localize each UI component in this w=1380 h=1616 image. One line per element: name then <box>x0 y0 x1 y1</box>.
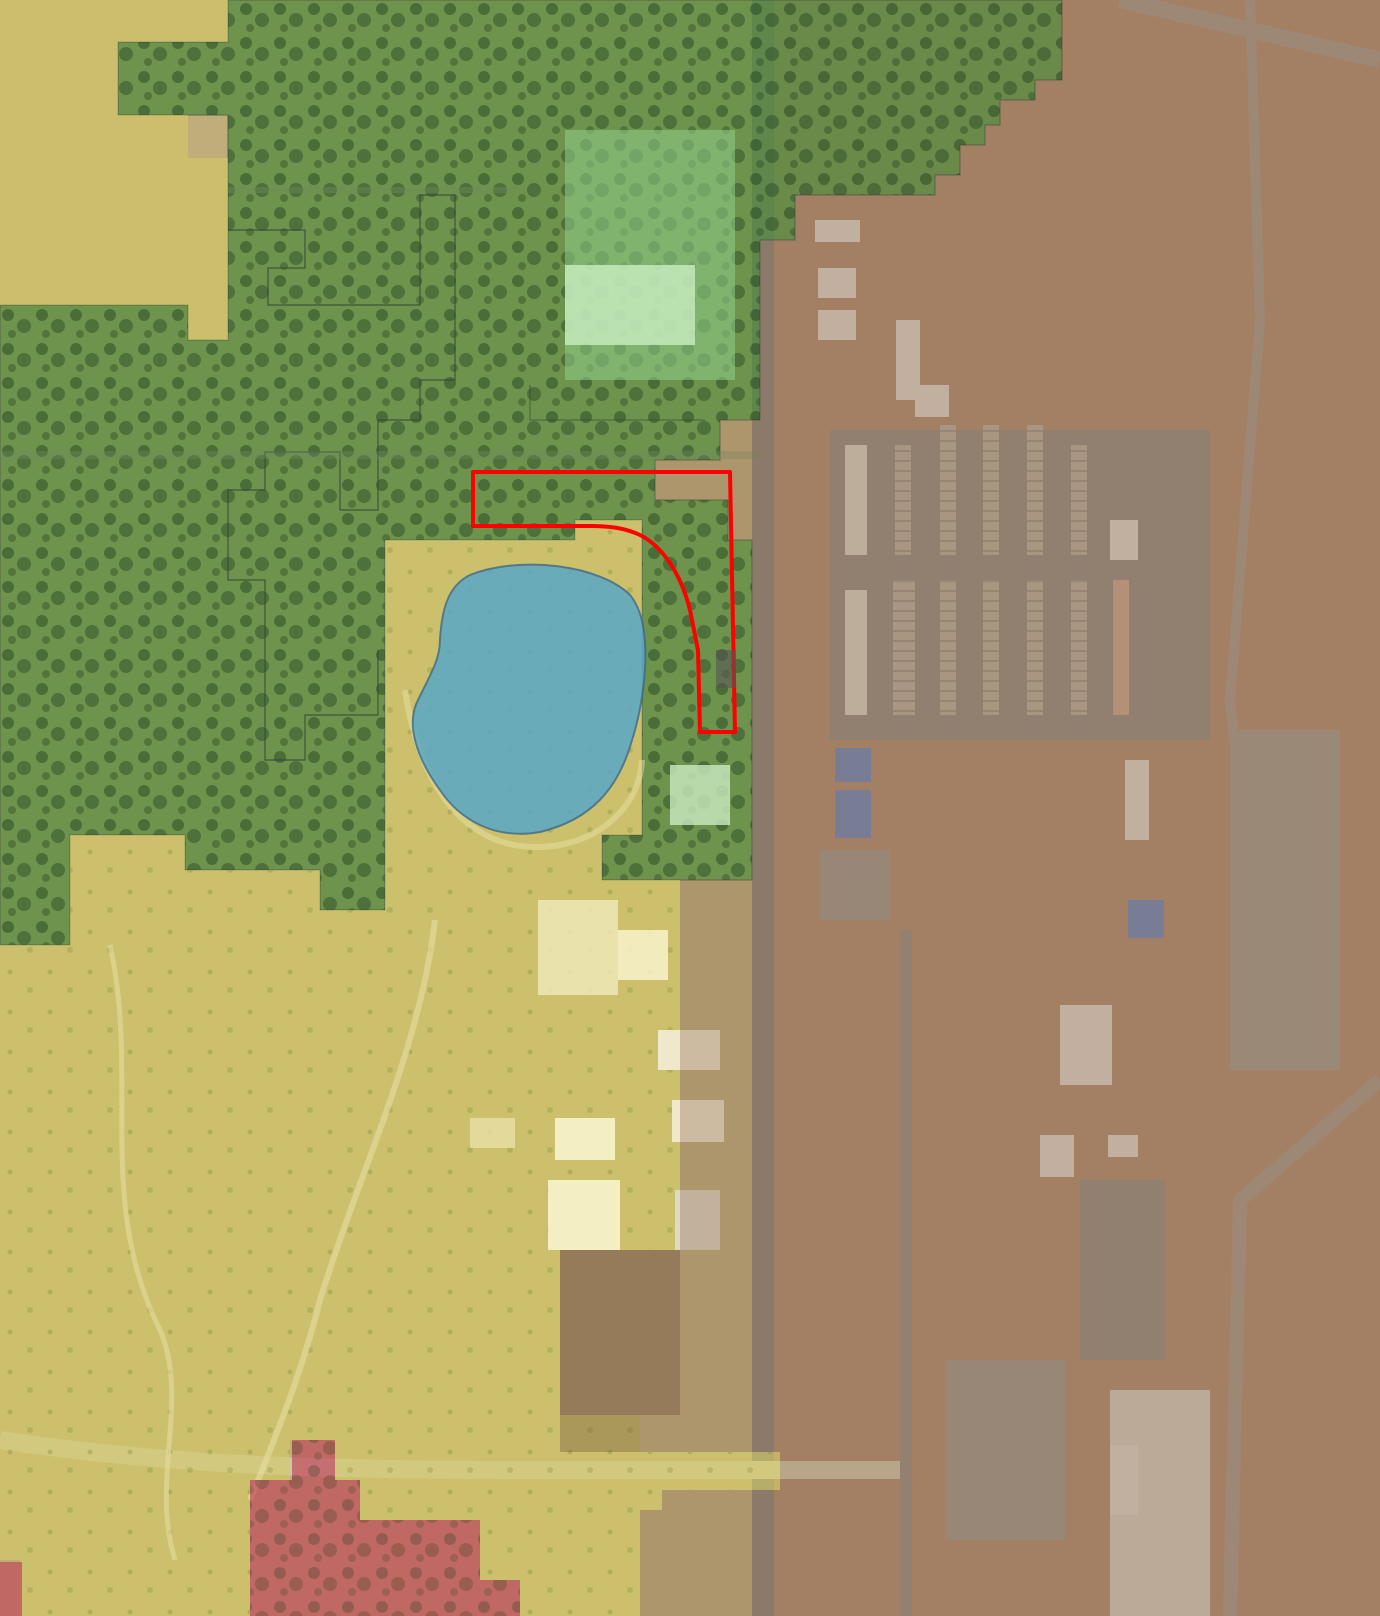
secondary-road <box>900 930 912 1616</box>
hangar-rows <box>845 425 1129 715</box>
pond[interactable] <box>411 563 647 835</box>
taxiway <box>1223 1074 1380 1616</box>
residential-zone[interactable] <box>0 1440 520 1616</box>
airport-zone[interactable] <box>560 0 1380 1616</box>
project-boundary[interactable] <box>471 470 737 734</box>
